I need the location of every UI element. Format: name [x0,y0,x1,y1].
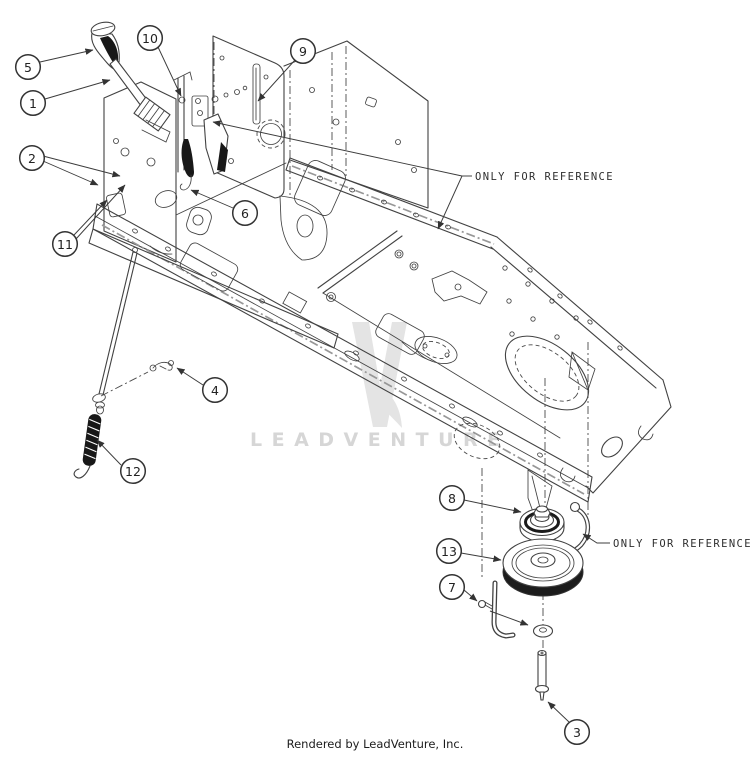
reference-text: ONLY FOR REFERENCE [613,538,750,550]
callout-10[interactable]: 10 [136,24,182,97]
reference-label-1: ONLY FOR REFERENCE [212,120,614,230]
callout-5[interactable]: 5 [14,48,94,81]
callout-number: 1 [29,96,37,111]
callout-11[interactable]: 11 [51,184,126,258]
callout-13[interactable]: 13 [435,537,502,565]
reference-label-2: ONLY FOR REFERENCE [582,533,750,550]
callout-2[interactable]: 2 [18,144,121,186]
spring-small [181,139,194,178]
callout-bubble-7[interactable] [438,573,466,601]
leader-line [190,189,234,209]
callout-number: 6 [241,206,249,221]
callout-number: 12 [125,464,141,479]
leader-line [42,155,121,178]
callout-bubble-11[interactable] [51,230,79,258]
leader-line [437,175,463,230]
pulley-assembly [477,501,590,701]
leader-line [42,160,99,186]
callout-bubble-4[interactable] [201,376,229,404]
callout-bubble-8[interactable] [438,484,466,512]
leader-line [460,552,502,562]
callout-bubble-12[interactable] [119,457,147,485]
callout-number: 11 [57,237,73,252]
callout-number: 3 [573,725,581,740]
callout-bubble-6[interactable] [231,199,259,227]
callout-number: 8 [448,491,456,506]
watermark-text: LEADVENTURE [250,429,510,451]
callout-bubble-1[interactable] [19,89,47,117]
footer-credit: Rendered by LeadVenture, Inc. [286,737,464,751]
callout-6[interactable]: 6 [190,189,259,227]
leader-line [463,499,522,514]
clutch-rod-and-spring [73,247,174,479]
callout-9[interactable]: 9 [257,37,317,102]
shift-lever [90,21,171,143]
leader-line [212,120,463,177]
callout-bubble-13[interactable] [435,537,463,565]
leadventure-logo-flame [376,388,402,428]
leader-line [96,439,122,466]
leader-line [463,589,478,602]
reference-text: ONLY FOR REFERENCE [475,171,614,183]
leadventure-logo-mark [352,322,407,427]
watermark: LEADVENTURE [250,322,510,451]
callout-1[interactable]: 1 [19,78,111,117]
callout-3[interactable]: 3 [547,701,591,746]
leader-line [257,59,296,102]
leader-line [157,46,182,97]
pan-grommets [326,249,419,302]
callout-number: 2 [28,151,36,166]
latch-mechanism [173,71,229,191]
callout-4[interactable]: 4 [176,367,229,404]
callout-number: 13 [441,544,457,559]
callout-bubble-3[interactable] [563,718,591,746]
callout-7[interactable]: 7 [438,573,478,602]
callout-12[interactable]: 12 [96,439,147,485]
callout-bubble-10[interactable] [136,24,164,52]
leader-line [547,701,570,723]
leader-line [582,533,610,544]
leader-line [44,78,111,100]
callout-number: 10 [142,31,158,46]
callout-bubble-5[interactable] [14,53,42,81]
leader-line [39,48,94,63]
leader-line [176,367,204,386]
callout-bubble-2[interactable] [18,144,46,172]
callout-bubble-9[interactable] [289,37,317,65]
chassis-line-art [73,21,672,701]
leader-line [73,199,108,236]
callout-number: 9 [299,44,307,59]
callout-number: 5 [24,60,32,75]
callout-number: 7 [448,580,456,595]
callout-number: 4 [211,383,219,398]
callout-8[interactable]: 8 [438,484,522,514]
leader-line [75,184,126,240]
